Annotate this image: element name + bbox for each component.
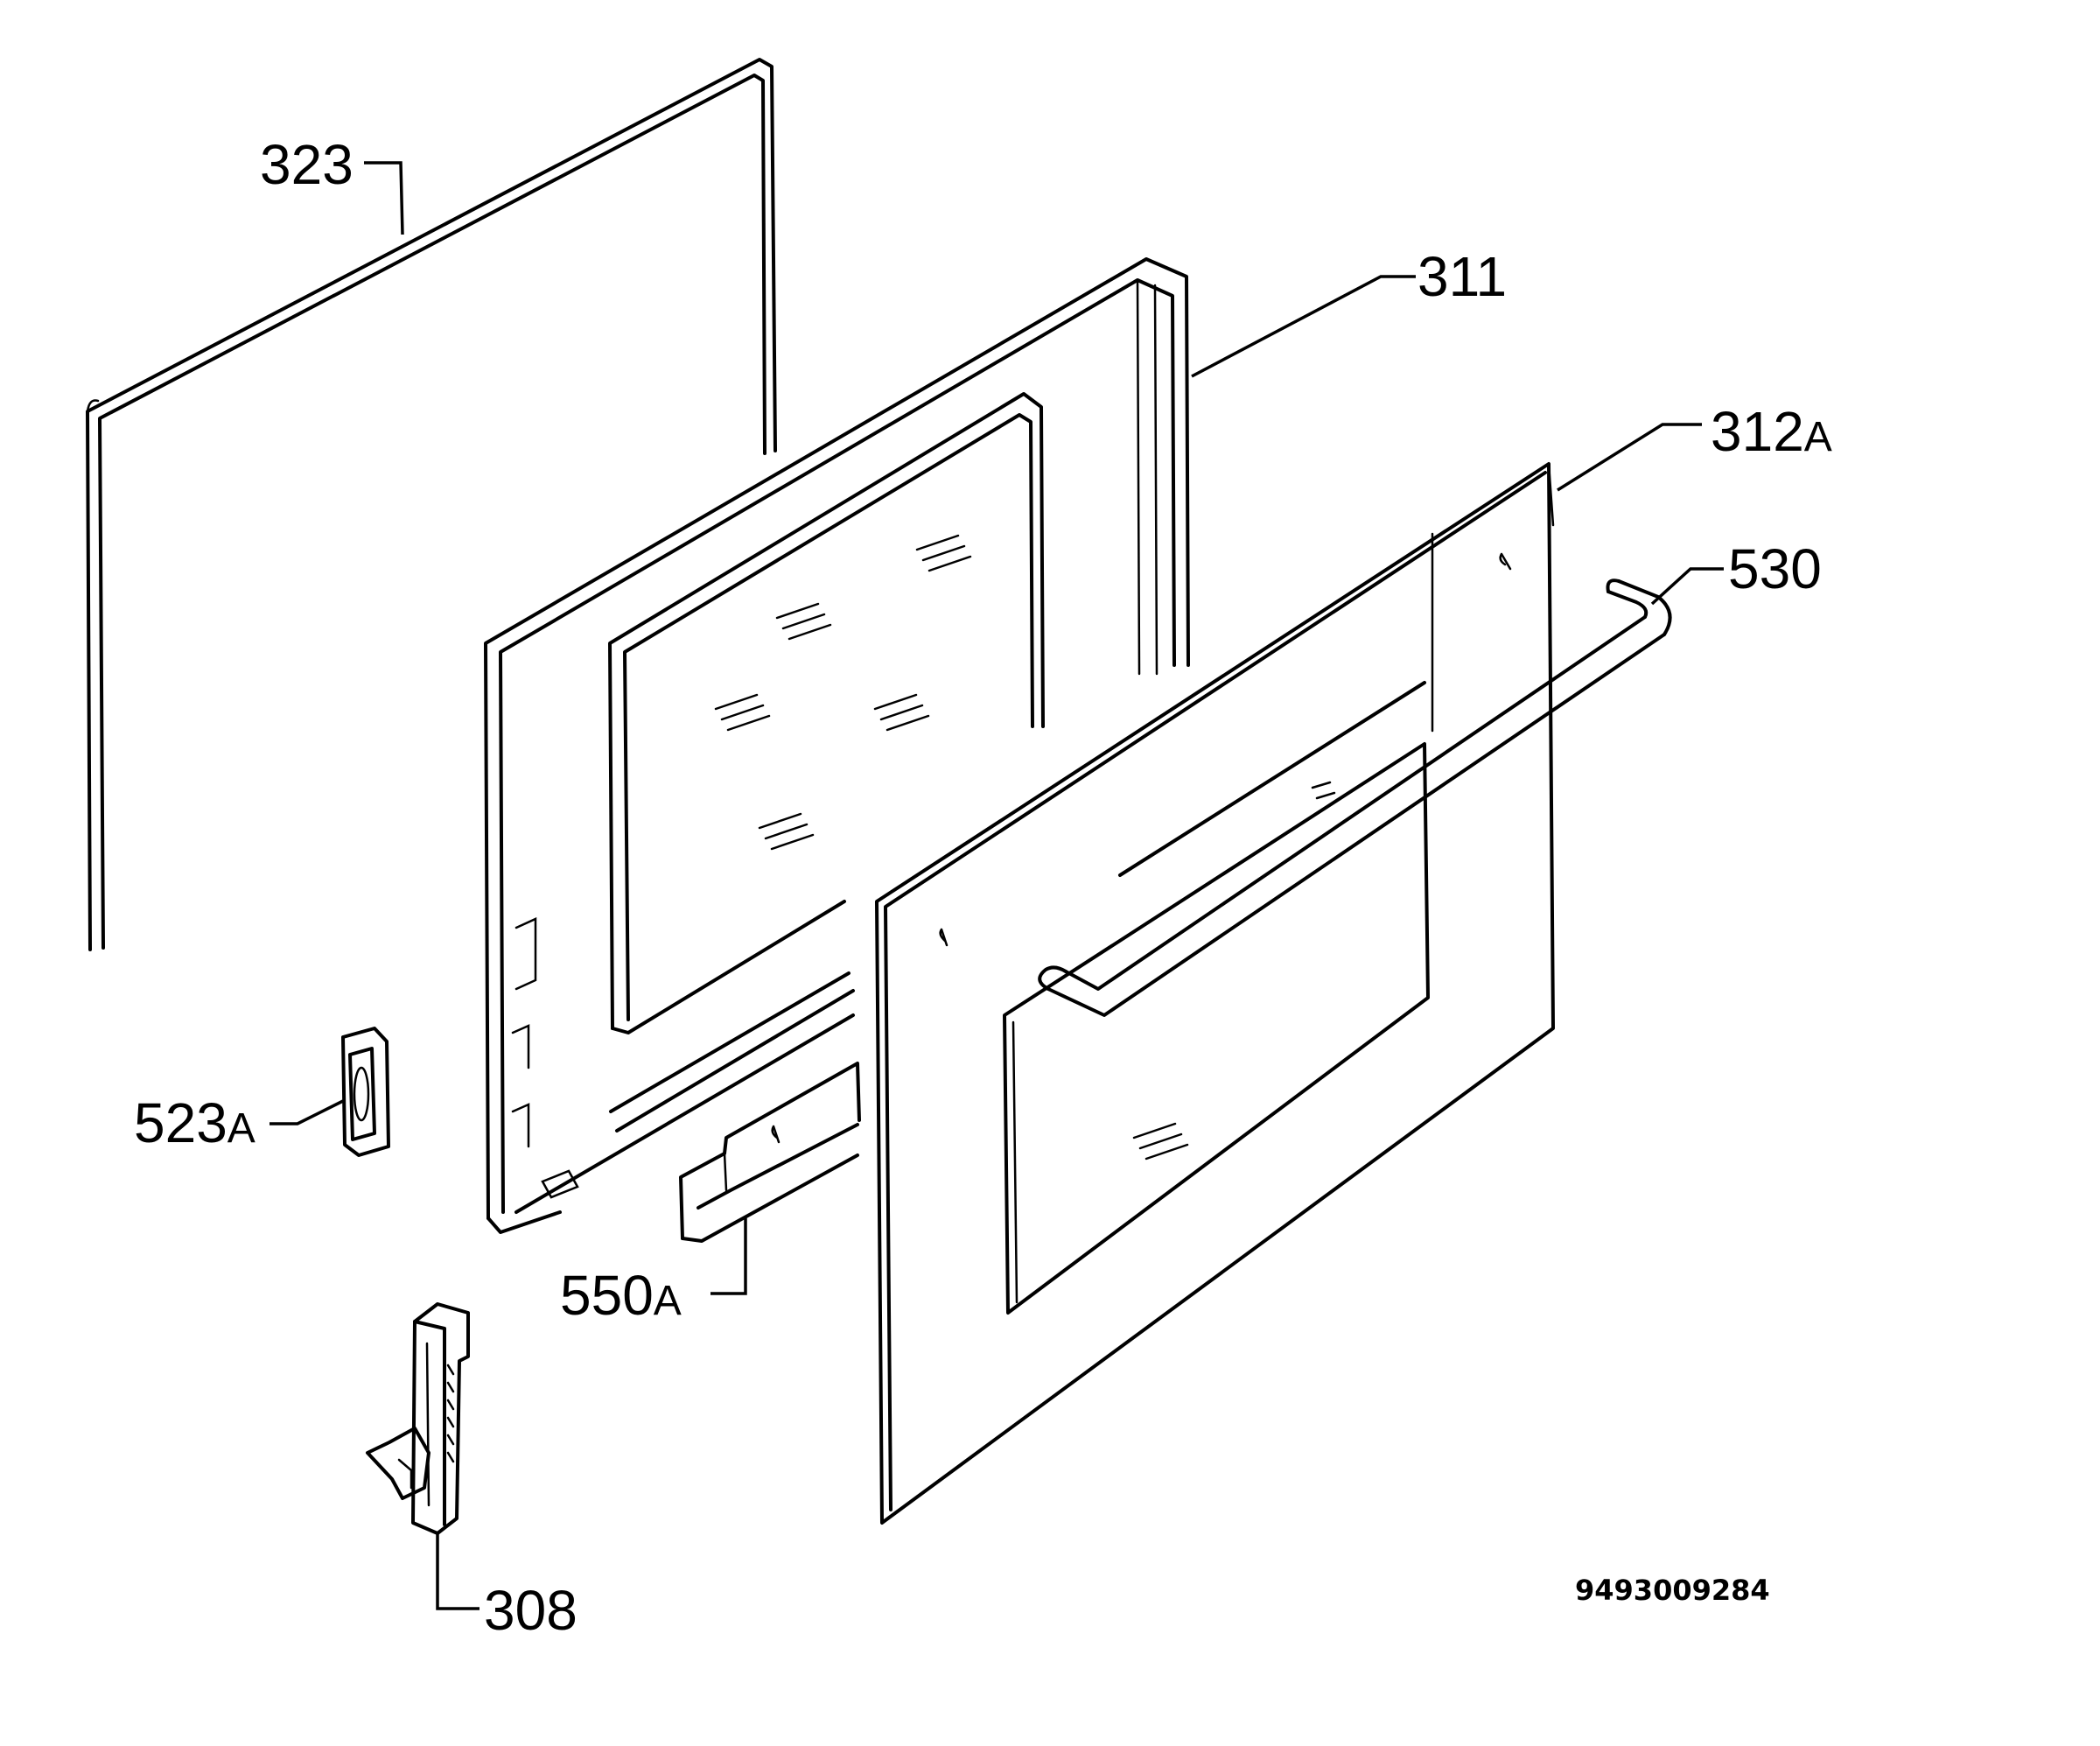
callout-530: 530 — [1728, 537, 1822, 600]
leader-lines — [270, 161, 1724, 1610]
document-number: 9493009284 — [1575, 1574, 1770, 1607]
leader-550a — [710, 1218, 747, 1295]
leader-308 — [436, 1533, 480, 1610]
leader-323 — [364, 161, 404, 235]
callout-523a: 523A — [134, 1091, 256, 1154]
callout-323: 323 — [260, 133, 354, 196]
outer-glass-panel-312a — [875, 462, 1555, 1525]
leader-311 — [1191, 275, 1416, 378]
callout-550a: 550A — [560, 1264, 682, 1327]
leader-530 — [1650, 567, 1724, 606]
handle-530 — [1038, 578, 1672, 1017]
callout-308: 308 — [484, 1579, 578, 1642]
callout-311: 311 — [1418, 245, 1507, 308]
leader-523a — [270, 1099, 344, 1125]
bottom-profile-550a — [679, 1062, 861, 1243]
callout-312a: 312A — [1711, 400, 1832, 463]
hinge-308 — [366, 1302, 470, 1535]
leader-312a — [1557, 423, 1702, 492]
gasket-323 — [86, 58, 777, 951]
inner-door-311 — [484, 257, 1190, 1234]
hinge-cover-523a — [341, 1027, 390, 1157]
